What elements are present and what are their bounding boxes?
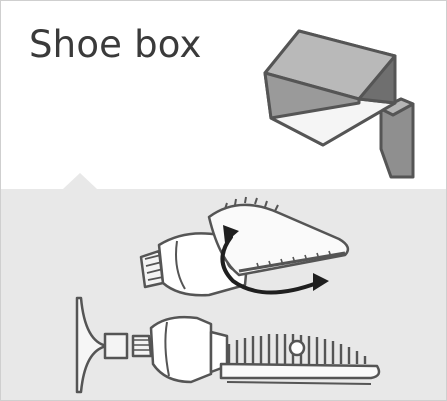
card-header: Shoe box [1,1,446,189]
pointer-notch [63,173,97,189]
rotation-arrows-icon [213,221,333,301]
product-title: Shoe box [29,23,202,66]
led-lamp-with-socket-icon [71,294,391,394]
shoebox-fixture-icon [263,31,433,176]
illustration-panel [1,189,446,400]
